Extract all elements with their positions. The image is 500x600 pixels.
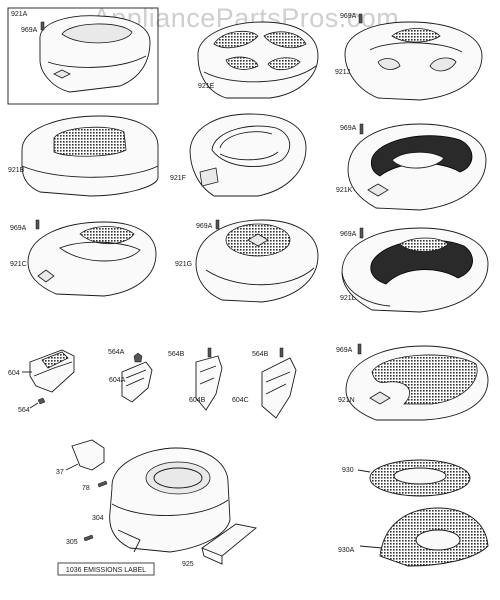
label-921K: 921K	[336, 187, 353, 194]
emissions-label-box	[57, 562, 155, 576]
part-921A-group: 921A 969A	[7, 7, 159, 105]
part-921K-group: 969A 921K	[336, 123, 487, 211]
screw-icon	[357, 343, 362, 355]
label-969A: 969A	[196, 223, 213, 230]
label-921G: 921G	[175, 261, 192, 268]
screw-icon	[358, 13, 363, 24]
label-921F: 921F	[170, 175, 186, 182]
part-921G-group: 969A 921G	[175, 219, 319, 303]
label-921C: 921C	[10, 261, 27, 268]
label-969A: 969A	[10, 225, 27, 232]
screw-icon	[97, 480, 108, 488]
label-305: 305	[66, 539, 78, 546]
label-969A: 969A	[21, 27, 38, 34]
part-921N-group: 969A 921N	[336, 343, 489, 421]
label-921J: 921J	[335, 69, 350, 76]
part-925-shape	[201, 523, 258, 557]
label-969A: 969A	[340, 13, 357, 20]
screw-icon	[207, 347, 212, 358]
part-604B-shape	[195, 355, 223, 411]
label-930: 930	[342, 467, 354, 474]
part-921E-group: 921E	[197, 21, 319, 99]
screw-icon	[37, 397, 46, 405]
label-78: 78	[82, 485, 90, 492]
part-921L-group: 969A 921L	[340, 227, 489, 313]
label-564B: 564B	[168, 351, 185, 358]
label-564A: 564A	[108, 349, 125, 356]
part-604B-group: 564B 604B	[168, 347, 223, 411]
label-969A: 969A	[340, 125, 357, 132]
part-921F-shape	[189, 113, 307, 197]
screw-icon	[359, 227, 364, 239]
screw-icon	[359, 123, 364, 135]
part-604-group: 604 564	[8, 349, 75, 414]
screw-icon	[133, 352, 143, 363]
emissions-label-group: 1036 EMISSIONS LABEL	[57, 562, 155, 576]
part-921F-group: 921F	[170, 113, 307, 197]
label-930A: 930A	[338, 547, 355, 554]
part-921E-shape	[197, 21, 319, 99]
screw-icon	[83, 534, 94, 542]
part-921B-group: 921B	[8, 115, 159, 197]
label-969A: 969A	[336, 347, 353, 354]
label-921N: 921N	[338, 397, 355, 404]
part-921J-group: 969A 921J	[335, 13, 483, 101]
part-37-shape	[71, 439, 105, 471]
label-37: 37	[56, 469, 64, 476]
label-969A: 969A	[340, 231, 357, 238]
screw-icon	[40, 21, 45, 31]
label-921L: 921L	[340, 295, 356, 302]
screw-icon	[279, 347, 284, 358]
label-564B: 564B	[252, 351, 269, 358]
part-921A-box	[7, 7, 159, 105]
label-564: 564	[18, 407, 30, 414]
screw-icon	[215, 219, 220, 230]
part-604C-group: 564B 604C	[232, 347, 297, 419]
part-921C-group: 969A 921C	[10, 219, 157, 297]
label-921E: 921E	[198, 83, 215, 90]
label-304: 304	[92, 515, 104, 522]
part-604A-group: 564A 604A	[108, 349, 153, 403]
label-921B: 921B	[8, 167, 25, 174]
blower-housing-group: 37 78 304 305 925	[56, 439, 258, 568]
label-921A: 921A	[11, 11, 28, 18]
label-925: 925	[182, 561, 194, 568]
label-604C: 604C	[232, 397, 249, 404]
screw-icon	[35, 219, 40, 230]
part-921J-shape	[344, 21, 483, 101]
emissions-label-text: 1036 EMISSIONS LABEL	[66, 567, 146, 574]
label-604B: 604B	[189, 397, 206, 404]
part-930-group: 930	[342, 459, 471, 497]
label-604A: 604A	[109, 377, 126, 384]
part-604A-shape	[121, 361, 153, 403]
label-604: 604	[8, 370, 20, 377]
part-930A-group: 930A	[338, 507, 489, 567]
